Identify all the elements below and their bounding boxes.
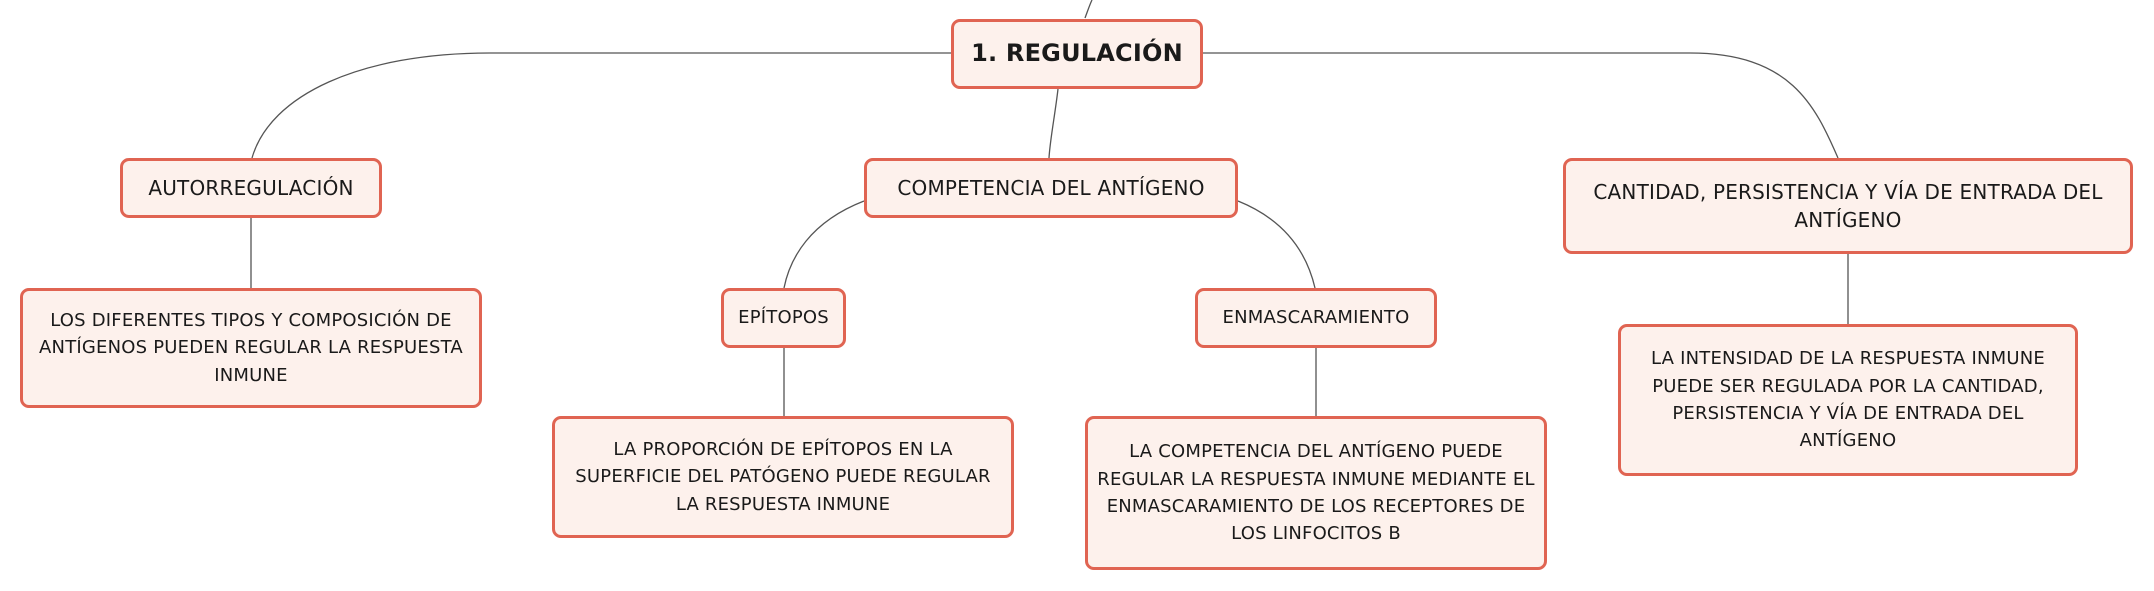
connector-root-cantidad <box>1203 52 1839 159</box>
node-cantidad-description[interactable]: LA INTENSIDAD DE LA RESPUESTA INMUNE PUE… <box>1618 324 2078 476</box>
node-enmascaramiento[interactable]: ENMASCARAMIENTO <box>1195 288 1437 348</box>
connector-competencia-enmascaramiento <box>1237 200 1316 289</box>
connector-root-competencia <box>1048 88 1059 159</box>
node-cantidad-persistencia-via[interactable]: CANTIDAD, PERSISTENCIA Y VÍA DE ENTRADA … <box>1563 158 2133 254</box>
node-autorregulacion[interactable]: AUTORREGULACIÓN <box>120 158 382 218</box>
node-competencia-del-antigeno[interactable]: COMPETENCIA DEL ANTÍGENO <box>864 158 1238 218</box>
node-root-regulacion[interactable]: 1. REGULACIÓN <box>951 19 1203 89</box>
node-epitopos[interactable]: EPÍTOPOS <box>721 288 846 348</box>
connector-competencia-epitopos <box>783 200 865 289</box>
node-autorregulacion-description[interactable]: LOS DIFERENTES TIPOS Y COMPOSICIÓN DE AN… <box>20 288 482 408</box>
node-epitopos-description[interactable]: LA PROPORCIÓN DE EPÍTOPOS EN LA SUPERFIC… <box>552 416 1014 538</box>
node-enmascaramiento-description[interactable]: LA COMPETENCIA DEL ANTÍGENO PUEDE REGULA… <box>1085 416 1547 570</box>
connector-root-autorregulacion <box>251 52 951 159</box>
connector-parent-stub <box>1084 0 1093 19</box>
